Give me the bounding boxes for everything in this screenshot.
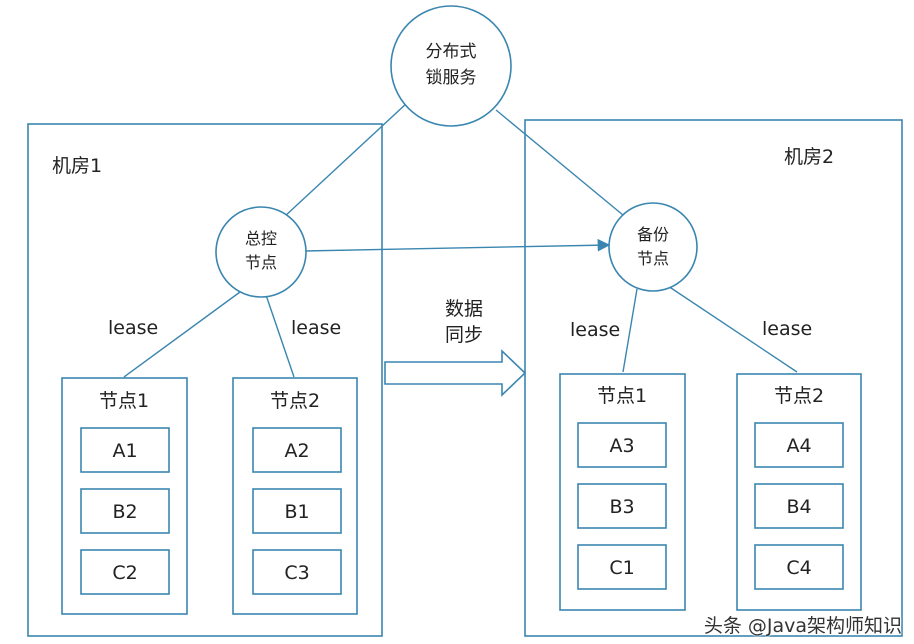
partition-box xyxy=(252,549,342,595)
master-line2: 节点 xyxy=(245,253,277,272)
data-sync-arrow xyxy=(384,349,527,397)
room2-lease-right-label: lease xyxy=(762,318,812,340)
partition-label: A3 xyxy=(609,435,634,457)
partition-label: B1 xyxy=(284,501,309,523)
sync-line2: 同步 xyxy=(445,324,483,346)
partition-label: C3 xyxy=(284,562,309,584)
room1-title: 机房1 xyxy=(52,155,102,177)
room2-node1-title: 节点1 xyxy=(597,385,647,407)
partition-label: A1 xyxy=(112,440,137,462)
partition-label: B2 xyxy=(112,501,137,523)
partition-label: B4 xyxy=(786,496,811,518)
partition-box xyxy=(252,488,342,534)
partition-box xyxy=(754,483,844,529)
master-to-backup-arrow xyxy=(303,238,611,252)
partition-box xyxy=(252,427,342,473)
partition-box xyxy=(577,422,667,468)
lock-service-line2: 锁服务 xyxy=(426,68,477,88)
lock-service-node: 分布式 锁服务 xyxy=(390,5,512,127)
watermark: 头条 @Java架构师知识 xyxy=(703,615,902,637)
master-node: 总控 节点 xyxy=(215,206,307,298)
room1-lease-right-label: lease xyxy=(291,317,341,339)
lock-to-master-line xyxy=(283,102,408,218)
room1-node2-title: 节点2 xyxy=(270,390,320,412)
backup-node: 备份 节点 xyxy=(608,202,698,292)
backup-line1: 备份 xyxy=(637,225,669,244)
partition-box xyxy=(577,483,667,529)
room1-node1-title: 节点1 xyxy=(99,390,149,412)
backup-to-node1-line xyxy=(622,288,638,373)
room2-node2-title: 节点2 xyxy=(774,385,824,407)
partition-box xyxy=(80,549,170,595)
partition-box xyxy=(577,544,667,590)
partition-box xyxy=(80,427,170,473)
partition-label: C2 xyxy=(112,562,137,584)
room2-lease-left-label: lease xyxy=(570,319,620,341)
sync-line1: 数据 xyxy=(445,298,483,320)
room2-title: 机房2 xyxy=(784,146,834,168)
room1-lease-left-label: lease xyxy=(108,317,158,339)
master-to-node2-line xyxy=(265,294,295,378)
partition-label: A4 xyxy=(786,435,811,457)
partition-label: C1 xyxy=(609,557,634,579)
lock-service-line1: 分布式 xyxy=(426,42,477,62)
backup-line2: 节点 xyxy=(637,249,669,268)
backup-to-node2-line xyxy=(667,285,798,373)
partition-box xyxy=(754,544,844,590)
partition-label: C4 xyxy=(786,557,811,579)
partition-label: A2 xyxy=(284,440,309,462)
partition-label: B3 xyxy=(609,496,634,518)
master-line1: 总控 xyxy=(245,229,277,248)
master-to-node1-line xyxy=(123,291,241,378)
lock-to-backup-line xyxy=(495,109,630,221)
partition-box xyxy=(754,422,844,468)
partition-box xyxy=(80,488,170,534)
